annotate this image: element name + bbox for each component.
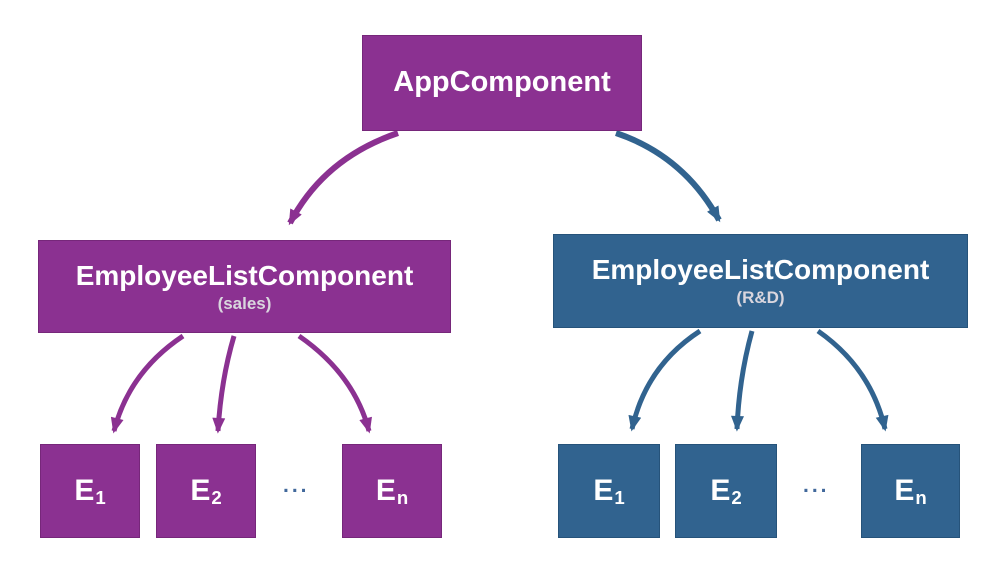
employee-node-rnd-e1: E1: [558, 444, 660, 538]
arrow-app-to-rnd-list: [615, 130, 722, 223]
arrow-app-to-sales-list: [287, 130, 399, 226]
arrow-sales-to-e1: [110, 333, 185, 434]
app-component-node: AppComponent: [362, 35, 642, 131]
employee-node-sales-e2: E2: [156, 444, 256, 538]
employee-list-rnd-node: EmployeeListComponent (R&D): [553, 234, 968, 328]
employee-label: E2: [710, 473, 742, 508]
ellipsis-rnd: ...: [803, 474, 830, 497]
employee-node-rnd-e2: E2: [675, 444, 777, 538]
employee-label: En: [375, 473, 409, 508]
employee-list-sales-node: EmployeeListComponent (sales): [38, 240, 451, 333]
arrow-rnd-to-e1: [628, 328, 702, 432]
employee-list-rnd-label: EmployeeListComponent: [591, 254, 930, 286]
employee-label: En: [894, 473, 927, 508]
ellipsis-sales: ...: [283, 474, 310, 497]
employee-node-rnd-en: En: [861, 444, 960, 538]
arrow-rnd-to-en: [816, 328, 889, 432]
employee-list-rnd-sublabel: (R&D): [736, 288, 785, 308]
employee-label: E2: [190, 473, 222, 508]
app-component-label: AppComponent: [393, 66, 611, 99]
arrow-rnd-to-e2: [731, 330, 755, 432]
employee-node-sales-e1: E1: [40, 444, 140, 538]
arrow-sales-to-e2: [212, 335, 237, 434]
employee-label: E1: [74, 473, 106, 508]
employee-list-sales-sublabel: (sales): [217, 293, 272, 313]
arrow-sales-to-en: [297, 333, 372, 434]
employee-node-sales-en: En: [342, 444, 442, 538]
employee-label: E1: [593, 473, 625, 508]
employee-list-sales-label: EmployeeListComponent: [75, 259, 414, 291]
